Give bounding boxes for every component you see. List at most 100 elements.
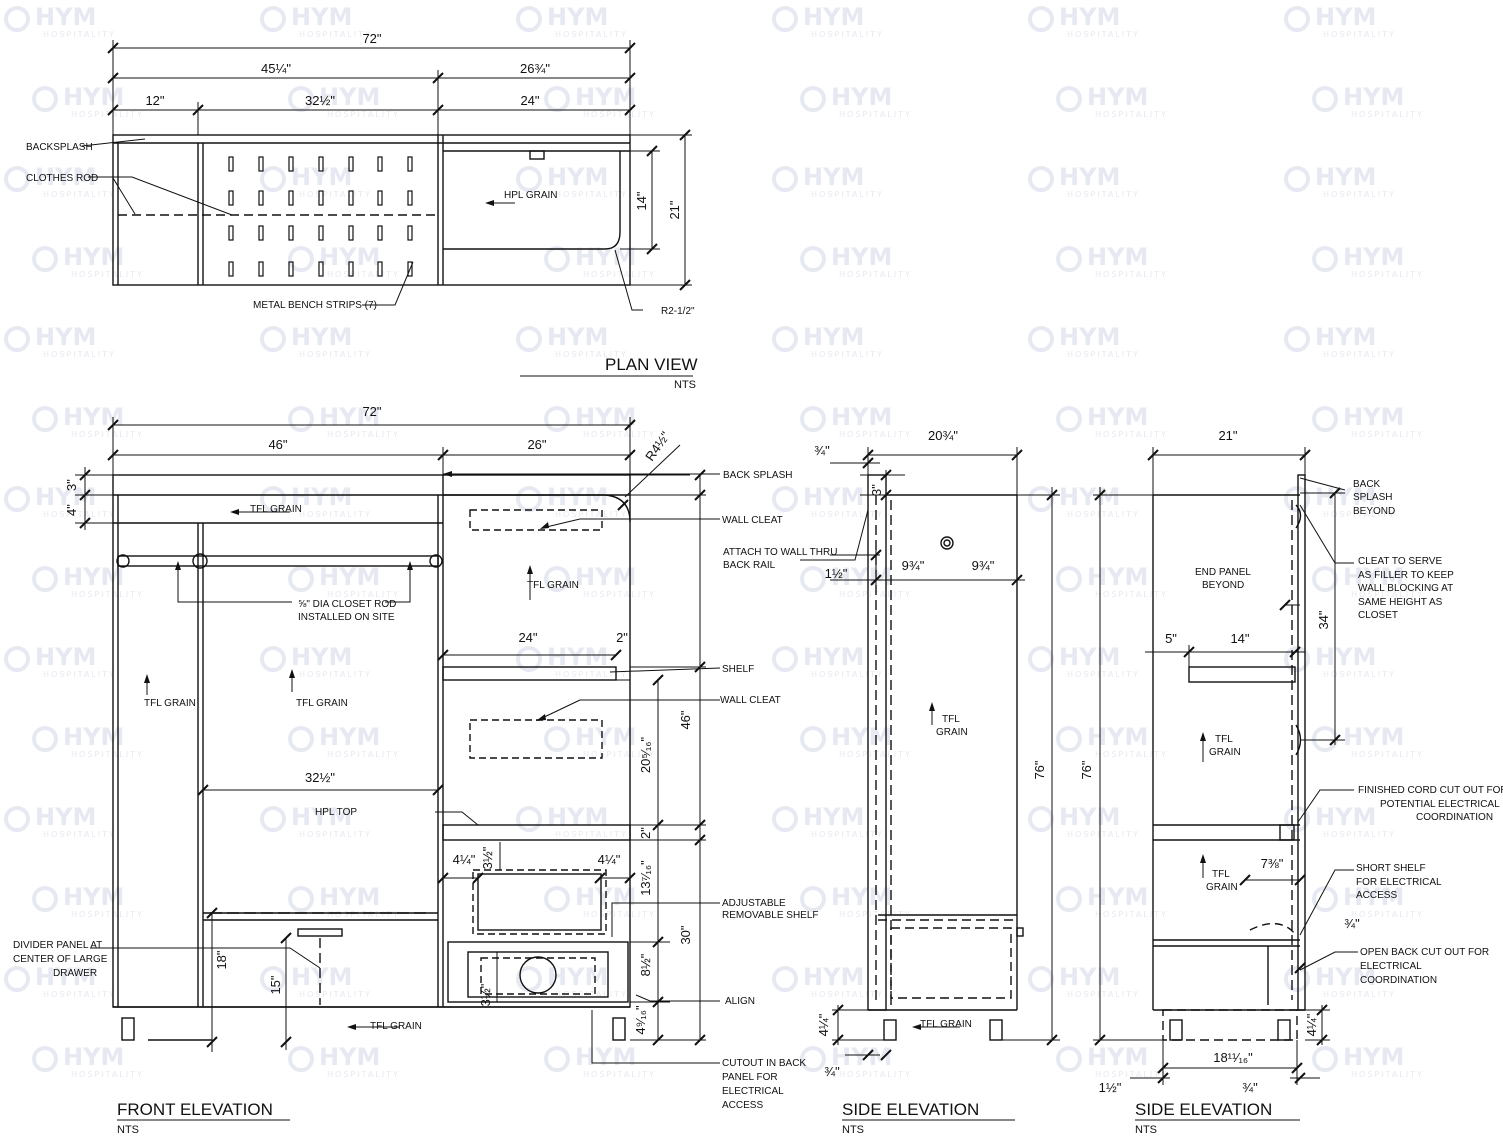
wall-cleat-mid [469, 719, 603, 759]
watermark-tagline: HOSPITALITY [839, 590, 912, 599]
watermark-brand: HYM [803, 963, 864, 991]
watermark-brand: HYM [1059, 3, 1120, 31]
side2-label-tfl-2: GRAIN [1209, 747, 1241, 758]
watermark-logo-icon [288, 406, 314, 432]
watermark-tagline: HOSPITALITY [839, 270, 912, 279]
front-dim-d-13: 13⁷⁄₁₆" [638, 860, 653, 896]
watermark-logo-icon [32, 726, 58, 752]
front-dim-overall: 72" [362, 404, 381, 419]
watermark-brand: HYM [547, 803, 608, 831]
watermark-logo-icon [1312, 886, 1338, 912]
watermark-brand: HYM [1343, 563, 1404, 591]
front-label-divider-1: DIVIDER PANEL AT [13, 940, 102, 951]
watermark-brand: HYM [291, 3, 352, 31]
watermark-tagline: HOSPITALITY [327, 110, 400, 119]
shelf [442, 666, 617, 681]
side2-label-cleat-2: AS FILLER TO KEEP [1358, 570, 1454, 581]
watermark-brand: HYM [291, 483, 352, 511]
watermark-logo-icon [772, 806, 798, 832]
watermark-brand: HYM [831, 563, 892, 591]
watermark-tagline: HOSPITALITY [839, 430, 912, 439]
side1-dim-d-1: 1½" [825, 566, 848, 581]
watermark-brand: HYM [319, 563, 380, 591]
side1-label-tfl-1: TFL [942, 714, 960, 725]
watermark-logo-icon [1284, 486, 1310, 512]
front-dim-mid-32: 32½" [305, 770, 335, 785]
watermark-tagline: HOSPITALITY [1095, 430, 1168, 439]
front-dim-left: 46" [268, 437, 287, 452]
front-label-hpl-top: HPL TOP [315, 807, 357, 818]
watermark-tagline: HOSPITALITY [299, 510, 372, 519]
watermark-brand: HYM [291, 323, 352, 351]
side2-label-open-3: COORDINATION [1360, 975, 1437, 986]
side2-elevation-scale: NTS [1135, 1124, 1157, 1136]
watermark-brand: HYM [319, 723, 380, 751]
watermark-tagline: HOSPITALITY [43, 30, 116, 39]
watermark-tagline: HOSPITALITY [43, 190, 116, 199]
watermark-tagline: HOSPITALITY [1067, 830, 1140, 839]
watermark-tagline: HOSPITALITY [1095, 1070, 1168, 1079]
watermark-logo-icon [516, 166, 542, 192]
watermark-logo-icon [4, 646, 30, 672]
watermark-brand: HYM [1059, 483, 1120, 511]
watermark-brand: HYM [35, 643, 96, 671]
watermark-tagline: HOSPITALITY [1095, 910, 1168, 919]
watermark-brand: HYM [575, 403, 636, 431]
watermark-tagline: HOSPITALITY [1067, 350, 1140, 359]
side2-label-cord-3: COORDINATION [1416, 812, 1493, 823]
front-dim-mid-46: 46" [678, 710, 693, 729]
watermark-brand: HYM [1087, 883, 1148, 911]
watermark-logo-icon [288, 566, 314, 592]
watermark-logo-icon [1312, 1046, 1338, 1072]
watermark-logo-icon [544, 86, 570, 112]
watermark-brand: HYM [291, 643, 352, 671]
watermark-logo-icon [800, 886, 826, 912]
watermark-tagline: HOSPITALITY [583, 110, 656, 119]
watermark-brand: HYM [291, 963, 352, 991]
watermark-tagline: HOSPITALITY [555, 830, 628, 839]
watermark-brand: HYM [547, 323, 608, 351]
watermark-tagline: HOSPITALITY [811, 510, 884, 519]
plan-dim-sec-c: 24" [520, 93, 539, 108]
side2-label-cleat-5: CLOSET [1358, 610, 1398, 621]
watermark-logo-icon [800, 566, 826, 592]
watermark-brand: HYM [803, 483, 864, 511]
watermark-brand: HYM [1343, 83, 1404, 111]
watermark-logo-icon [1028, 326, 1054, 352]
watermark-tagline: HOSPITALITY [839, 750, 912, 759]
side1-dim-frac: ¾" [814, 443, 830, 458]
watermark-tagline: HOSPITALITY [1323, 990, 1396, 999]
watermark-logo-icon [260, 326, 286, 352]
watermark-logo-icon [32, 1046, 58, 1072]
watermark-logo-icon [1312, 726, 1338, 752]
plan-label-radius: R2-1/2" [661, 306, 695, 317]
watermark-brand: HYM [1087, 243, 1148, 271]
watermark-tagline: HOSPITALITY [1323, 190, 1396, 199]
watermark-logo-icon [4, 166, 30, 192]
watermark-brand: HYM [1315, 643, 1376, 671]
watermark-logo-icon [260, 806, 286, 832]
plan-label-backsplash: BACKSPLASH [26, 142, 93, 153]
watermark-logo-icon [1312, 566, 1338, 592]
watermark-logo-icon [1028, 966, 1054, 992]
side2-label-cord-2: POTENTIAL ELECTRICAL [1380, 799, 1500, 810]
front-label-wall-cleat-2: WALL CLEAT [720, 695, 781, 706]
watermark-tagline: HOSPITALITY [839, 1070, 912, 1079]
watermark-logo-icon [772, 326, 798, 352]
watermark-logo-icon [32, 246, 58, 272]
watermark-tagline: HOSPITALITY [1351, 270, 1424, 279]
